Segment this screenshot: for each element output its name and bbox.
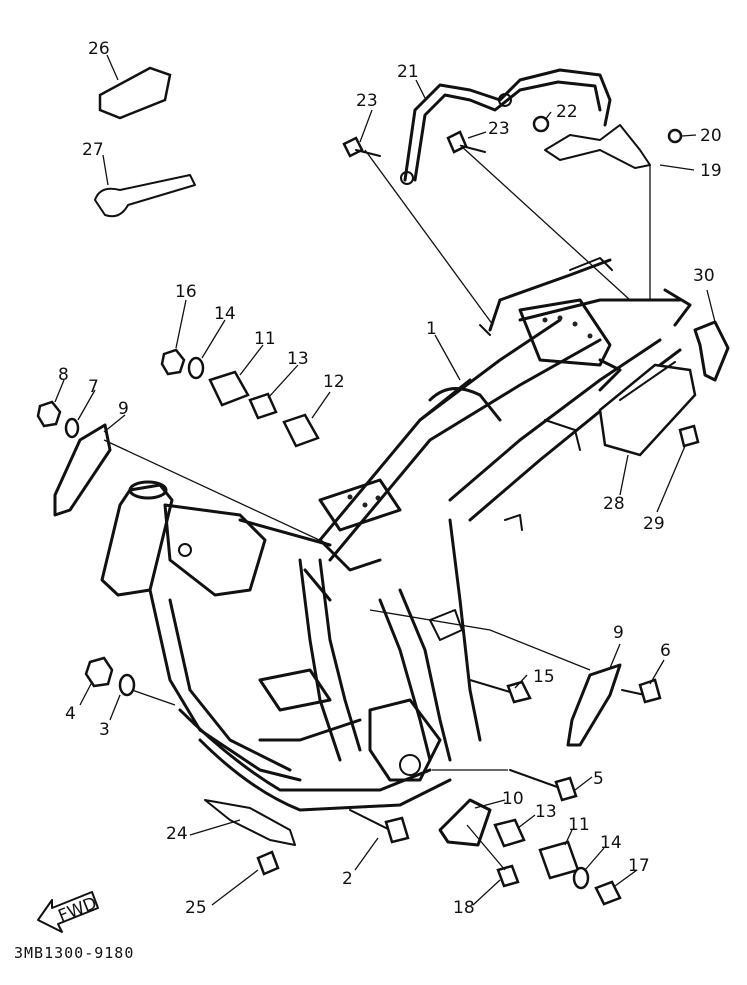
- nut-16: [160, 348, 186, 376]
- callout-16: 16: [175, 282, 197, 302]
- bolt-20: [667, 128, 683, 144]
- callout-4: 4: [65, 704, 76, 724]
- washer-14-upper: [187, 356, 205, 380]
- callout-21: 21: [397, 62, 419, 82]
- callout-10: 10: [502, 789, 524, 809]
- collar-11-upper: [208, 370, 250, 407]
- nut-8: [36, 400, 62, 428]
- leader-lines: [54, 54, 716, 906]
- bolt-29: [678, 424, 700, 448]
- fwd-label: FWD: [56, 893, 100, 926]
- callout-14-lower: 14: [600, 833, 622, 853]
- bolt-2: [349, 809, 410, 844]
- diagram-code: 3MB1300-9180: [14, 944, 135, 962]
- bolt-23-left: [342, 136, 381, 158]
- washer-3: [118, 673, 136, 697]
- callout-14-upper: 14: [214, 304, 236, 324]
- collar-11-lower: [538, 840, 580, 880]
- bracket-30: [693, 320, 730, 382]
- bolt-23-right: [446, 130, 486, 154]
- engine-bracket-10: [438, 798, 492, 847]
- callout-28: 28: [603, 494, 625, 514]
- bolt-5: [509, 769, 578, 802]
- callout-27: 27: [82, 140, 104, 160]
- callout-19: 19: [700, 161, 722, 181]
- bolt-17: [594, 880, 622, 906]
- main-frame: [100, 257, 692, 812]
- callout-5: 5: [593, 769, 604, 789]
- callout-26: 26: [88, 39, 110, 59]
- bushing-13-upper: [248, 392, 278, 420]
- callout-9-left: 9: [118, 399, 129, 419]
- callout-9-right: 9: [613, 623, 624, 643]
- bolt-6: [621, 678, 662, 704]
- callout-13-lower: 13: [535, 802, 557, 822]
- engine-bracket-9-right: [566, 663, 622, 747]
- callout-23-right: 23: [488, 119, 510, 139]
- callout-11-lower: 11: [568, 815, 590, 835]
- callout-12: 12: [323, 372, 345, 392]
- callout-2: 2: [342, 869, 353, 889]
- rear-loop-bracket: [400, 68, 612, 185]
- callout-25: 25: [185, 898, 207, 918]
- bolt-18: [496, 864, 520, 888]
- callout-18: 18: [453, 898, 475, 918]
- callout-8: 8: [58, 365, 69, 385]
- callout-7: 7: [88, 377, 99, 397]
- fwd-arrow-icon: FWD: [37, 891, 100, 933]
- wrench-27: [94, 174, 196, 218]
- bolt-25: [256, 850, 280, 876]
- collar-12: [282, 413, 320, 448]
- callout-1: 1: [426, 319, 437, 339]
- pad-26: [98, 66, 172, 120]
- washer-14-lower: [572, 866, 590, 890]
- side-cover-28: [598, 363, 697, 457]
- callout-13-upper: 13: [287, 349, 309, 369]
- nut-22: [532, 115, 550, 133]
- callout-20: 20: [700, 126, 722, 146]
- bolt-15: [469, 679, 532, 704]
- engine-bracket-9-left: [53, 423, 112, 517]
- callout-3: 3: [99, 720, 110, 740]
- washer-7: [64, 417, 80, 439]
- callout-23-left: 23: [356, 91, 378, 111]
- callout-24: 24: [166, 824, 188, 844]
- bracket-19: [544, 124, 651, 169]
- callout-22: 22: [556, 102, 578, 122]
- callout-29: 29: [643, 514, 665, 534]
- callout-17: 17: [628, 856, 650, 876]
- callout-6: 6: [660, 641, 671, 661]
- callout-numbers: 26 27 21 23 23 22 20 19 30 1 16 14 11 13…: [58, 39, 722, 918]
- nut-4: [84, 656, 114, 688]
- bushing-13-lower: [493, 818, 526, 848]
- skid-plate-24: [204, 799, 296, 846]
- callout-30: 30: [693, 266, 715, 286]
- callout-11-upper: 11: [254, 329, 276, 349]
- callout-15: 15: [533, 667, 555, 687]
